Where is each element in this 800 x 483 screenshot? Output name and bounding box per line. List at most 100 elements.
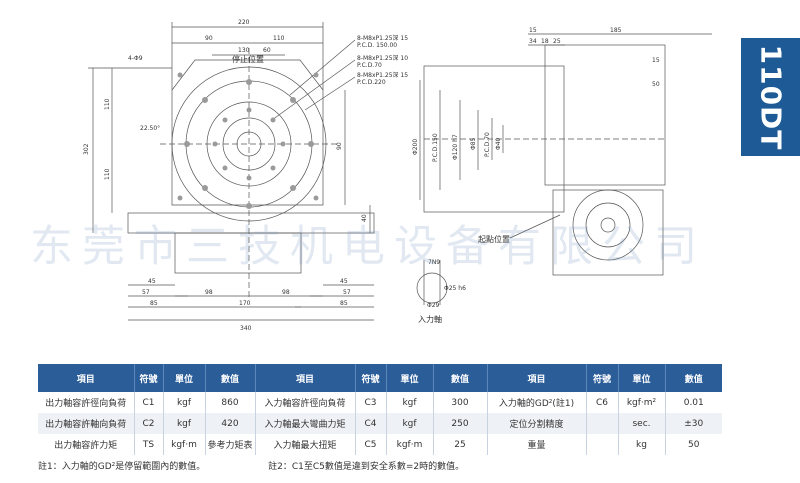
table-cell: kgf bbox=[386, 413, 434, 434]
dim-110: 110 bbox=[273, 35, 285, 42]
table-cell: 860 bbox=[205, 392, 256, 413]
header-item-2: 項目 bbox=[255, 364, 356, 392]
table-cell: kgf bbox=[386, 392, 434, 413]
callout-2: 8-M8xP1.25深 10 bbox=[357, 54, 408, 62]
input-shaft-label: 入力軸 bbox=[418, 314, 442, 324]
table-cell: C6 bbox=[586, 392, 619, 413]
table-cell: 入力軸最大扭矩 bbox=[255, 434, 356, 455]
footnotes: 註1：入力軸的GD²是停留範圍內的數值。 註2：C1至C5數值是違到安全系數=2… bbox=[38, 459, 524, 472]
dim-25: 25 bbox=[553, 38, 561, 45]
table-cell: kg bbox=[618, 434, 666, 455]
table-row: 出力軸容許徑向負荷 C1 kgf 860 入力軸容許徑向負荷 C3 kgf 30… bbox=[38, 392, 722, 413]
dim-85-left: 85 bbox=[150, 300, 158, 307]
table-cell: kgf bbox=[163, 392, 206, 413]
dim-110-lower: 110 bbox=[104, 168, 111, 180]
dim-phi120: Φ120 h7 bbox=[452, 134, 459, 160]
callout-3-pcd: P.C.D.220 bbox=[357, 79, 386, 86]
header-unit-3: 單位 bbox=[618, 364, 666, 392]
dim-185: 185 bbox=[610, 27, 622, 34]
dim-phi40: Φ40 bbox=[495, 137, 502, 150]
header-value-2: 數值 bbox=[433, 364, 488, 392]
table-cell bbox=[586, 434, 619, 455]
table-cell: C1 bbox=[134, 392, 164, 413]
model-badge: 110DT bbox=[741, 38, 800, 156]
table-cell: 入力軸的GD²(註1) bbox=[487, 392, 587, 413]
shaft-7n9: 7N9 bbox=[428, 259, 440, 266]
shaft-phi29: Φ29 bbox=[427, 302, 440, 309]
table-cell: C2 bbox=[134, 413, 164, 434]
input-flange bbox=[572, 189, 644, 261]
table-row: 出力軸容許力矩 TS kgf·m 參考力矩表 入力軸最大扭矩 C5 kgf·m … bbox=[38, 434, 722, 455]
table-cell bbox=[586, 413, 619, 434]
dim-phi200: Φ200 bbox=[412, 139, 419, 155]
table-cell: kgf bbox=[163, 413, 206, 434]
dim-90: 90 bbox=[205, 35, 213, 42]
dim-130: 130 bbox=[238, 47, 250, 54]
table-header-row: 項目 符號 單位 數值 項目 符號 單位 數值 項目 符號 單位 數值 bbox=[38, 364, 722, 392]
table-cell: kgf·m bbox=[386, 434, 434, 455]
table-cell: kgf·m bbox=[163, 434, 206, 455]
header-value-1: 數值 bbox=[205, 364, 256, 392]
table-cell: C4 bbox=[355, 413, 387, 434]
dim-85-right: 85 bbox=[340, 300, 348, 307]
dim-220: 220 bbox=[238, 19, 250, 26]
side-body bbox=[544, 44, 666, 186]
header-symbol-3: 符號 bbox=[586, 364, 619, 392]
table-cell: 出力軸容許力矩 bbox=[38, 434, 135, 455]
base-block bbox=[174, 232, 302, 274]
header-item-1: 項目 bbox=[38, 364, 135, 392]
table-cell: kgf·m² bbox=[618, 392, 666, 413]
table-cell: 25 bbox=[433, 434, 488, 455]
table-cell: 入力軸容許徑向負荷 bbox=[255, 392, 356, 413]
table-cell: 0.01 bbox=[665, 392, 722, 413]
callout-2-pcd: P.C.D.70 bbox=[357, 62, 382, 69]
dim-pcd70: P.C.D.70 bbox=[484, 132, 491, 157]
header-value-3: 數值 bbox=[665, 364, 722, 392]
dim-57-right: 57 bbox=[343, 289, 351, 296]
dim-15-side: 15 bbox=[652, 57, 660, 64]
base-plate bbox=[127, 212, 375, 234]
footnote-1: 註1：入力軸的GD²是停留範圍內的數值。 bbox=[38, 462, 206, 472]
dim-45-left: 45 bbox=[148, 278, 156, 285]
table-cell: 重量 bbox=[487, 434, 587, 455]
header-unit-1: 單位 bbox=[163, 364, 206, 392]
callout-1: 8-M8xP1.25深 15 bbox=[357, 34, 408, 42]
spec-table: 項目 符號 單位 數值 項目 符號 單位 數值 項目 符號 單位 數值 出力軸容… bbox=[38, 364, 722, 455]
dim-15: 15 bbox=[529, 27, 537, 34]
dim-170: 170 bbox=[239, 300, 251, 307]
dim-50: 50 bbox=[652, 81, 660, 88]
callout-3: 8-M8xP1.25深 15 bbox=[357, 71, 408, 79]
dim-angle: 22.50° bbox=[140, 125, 160, 132]
header-unit-2: 單位 bbox=[386, 364, 434, 392]
table-cell: 420 bbox=[205, 413, 256, 434]
shaft-section bbox=[416, 272, 448, 304]
table-cell: 50 bbox=[665, 434, 722, 455]
technical-drawing: 220 110 90 130 60 4-Φ9 302 110 110 22.50… bbox=[83, 19, 712, 332]
callout-1-pcd: P.C.D. 150.00 bbox=[357, 42, 397, 49]
dim-60: 60 bbox=[263, 47, 271, 54]
header-item-3: 項目 bbox=[487, 364, 587, 392]
start-position-label: 起點位置 bbox=[478, 234, 510, 244]
dim-4phi9: 4-Φ9 bbox=[128, 55, 143, 62]
dim-40-right: 40 bbox=[361, 214, 368, 222]
dim-18: 18 bbox=[541, 38, 549, 45]
table-cell: sec. bbox=[618, 413, 666, 434]
dim-57-left: 57 bbox=[142, 289, 150, 296]
dim-340: 340 bbox=[240, 325, 252, 332]
dim-98-right: 98 bbox=[282, 289, 290, 296]
dim-110-upper: 110 bbox=[104, 98, 111, 110]
table-cell: C5 bbox=[355, 434, 387, 455]
dim-98-left: 98 bbox=[205, 289, 213, 296]
table-cell: 定位分割精度 bbox=[487, 413, 587, 434]
header-symbol-2: 符號 bbox=[355, 364, 387, 392]
dim-302: 302 bbox=[83, 143, 90, 155]
footnote-2: 註2：C1至C5數值是違到安全系數=2時的數值。 bbox=[268, 462, 465, 472]
dim-pcd150: P.C.D.150 bbox=[432, 133, 439, 162]
table-cell: TS bbox=[134, 434, 164, 455]
table-cell: 250 bbox=[433, 413, 488, 434]
dim-90-right: 90 bbox=[336, 142, 343, 150]
table-cell: 300 bbox=[433, 392, 488, 413]
table-cell: 參考力矩表 bbox=[205, 434, 256, 455]
dim-45-right: 45 bbox=[340, 278, 348, 285]
model-label: 110DT bbox=[754, 44, 788, 150]
